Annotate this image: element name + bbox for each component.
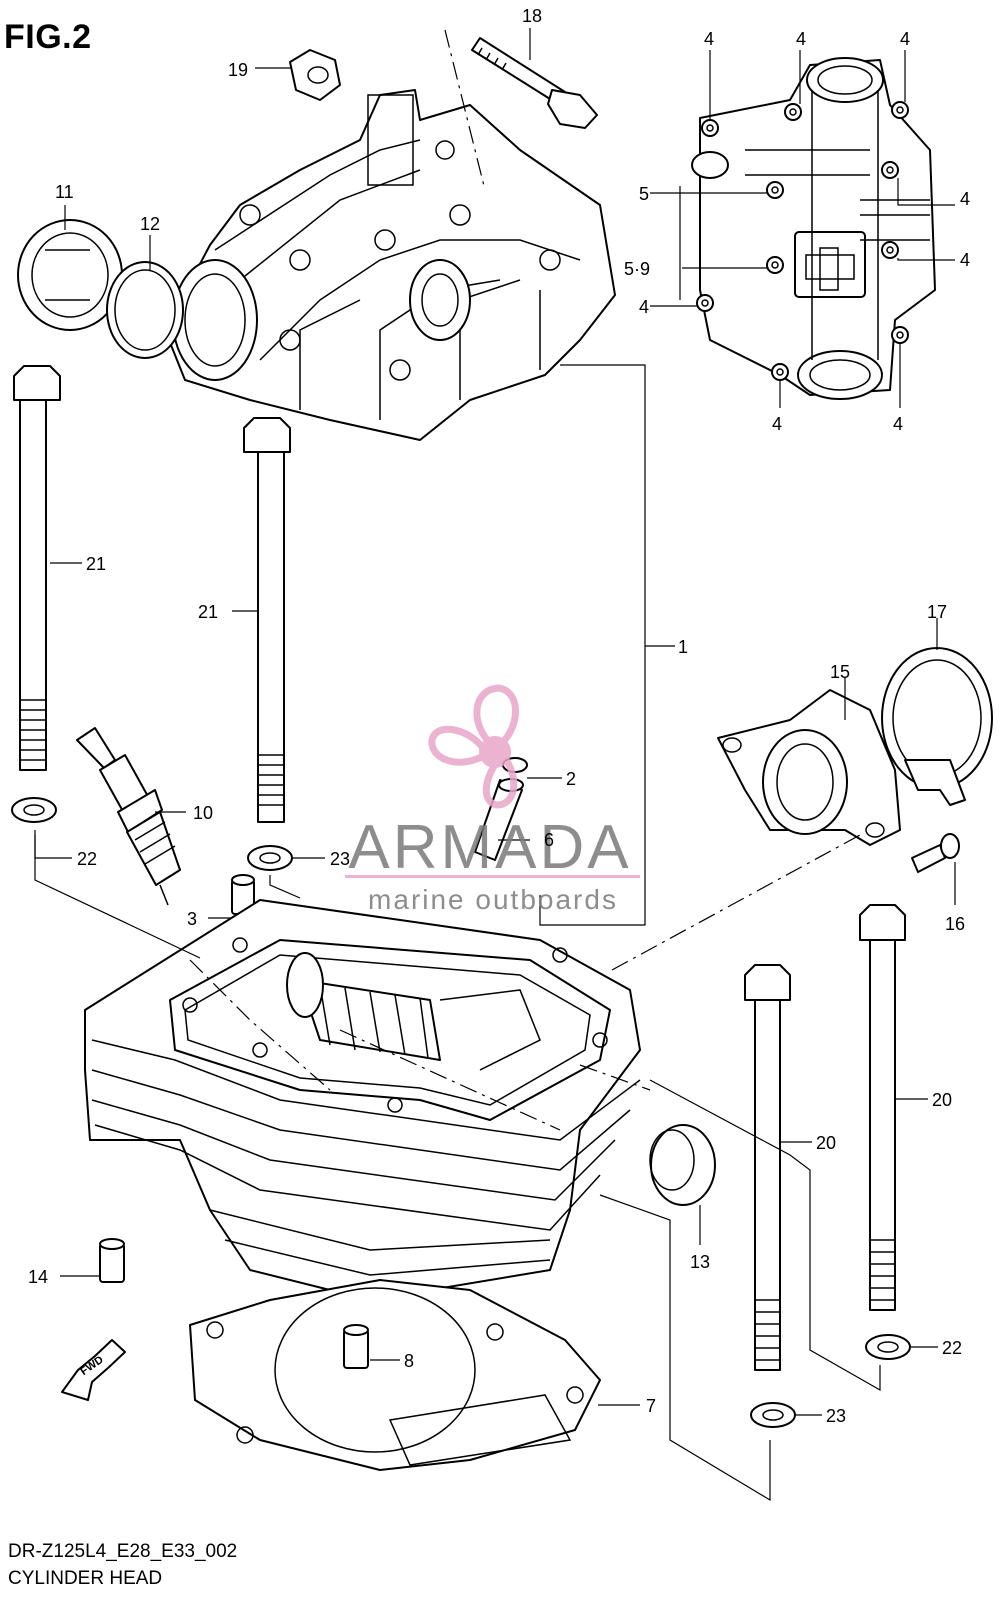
callout-13: 13 <box>690 1252 710 1272</box>
callout-4: 4 <box>796 29 806 49</box>
callout-4: 4 <box>900 29 910 49</box>
callout-23: 23 <box>826 1406 846 1426</box>
callout-4: 4 <box>960 189 970 209</box>
figure-caption: CYLINDER HEAD <box>8 1568 163 1589</box>
cylinder-head-gasket-7-drawing <box>189 1279 601 1471</box>
callout-10: 10 <box>193 803 213 823</box>
washer-22-top-drawing <box>11 797 57 823</box>
callout-3: 3 <box>187 909 197 929</box>
propeller-hub <box>479 736 511 768</box>
washer-22-bottom-drawing <box>865 1334 911 1360</box>
callout-16: 16 <box>945 914 965 934</box>
callout-5: 5 <box>639 184 649 204</box>
callout-labels: 18 19 4 4 4 11 12 5 4 5·9 4 4 4 4 21 21 … <box>28 6 970 1426</box>
dowel-8-drawing <box>343 1324 369 1369</box>
o-ring-12-drawing <box>106 261 184 359</box>
intake-pipe-15-drawing <box>717 689 901 846</box>
callout-4: 4 <box>772 414 782 434</box>
bolt-20-right <box>859 904 906 1311</box>
callout-6: 6 <box>544 830 554 850</box>
callout-15: 15 <box>830 662 850 682</box>
callout-14: 14 <box>28 1267 48 1287</box>
cap-11-drawing <box>17 219 123 331</box>
spark-plug-10-drawing <box>76 727 181 906</box>
washer-23-bottom-drawing <box>750 1402 796 1428</box>
propeller-logo <box>428 684 519 809</box>
screw-16-drawing <box>911 833 960 873</box>
cylinder-head-cover-top-view <box>691 57 936 400</box>
washer-23-top-drawing <box>247 845 293 871</box>
callout-21: 21 <box>198 602 218 622</box>
callout-12: 12 <box>140 214 160 234</box>
leader-lines <box>34 28 956 1416</box>
callout-1: 1 <box>678 637 688 657</box>
armada-watermark: ARMADA marine outboards <box>345 684 640 915</box>
callout-5-9: 5·9 <box>624 259 650 279</box>
callout-7: 7 <box>646 1396 656 1416</box>
watermark-brand: ARMADA <box>348 813 631 882</box>
callout-19: 19 <box>228 60 248 80</box>
callout-22: 22 <box>77 849 97 869</box>
callout-21: 21 <box>86 554 106 574</box>
callout-23: 23 <box>330 849 350 869</box>
dowel-14-drawing <box>99 1238 125 1283</box>
clamp-17-drawing <box>881 647 993 806</box>
callout-4: 4 <box>639 297 649 317</box>
watermark-rule <box>345 875 640 878</box>
stud-bolt-21-center <box>243 417 291 823</box>
bolt-18-drawing <box>471 37 598 129</box>
callout-4: 4 <box>960 250 970 270</box>
fwd-arrow: FWD <box>61 1339 126 1401</box>
callout-4: 4 <box>893 414 903 434</box>
bolt-20-center <box>744 964 791 1371</box>
stud-bolt-21-left <box>13 365 61 771</box>
callout-8: 8 <box>404 1351 414 1371</box>
cylinder-head <box>84 899 641 1301</box>
callout-18: 18 <box>522 6 542 26</box>
cylinder-head-cover <box>164 89 616 441</box>
figure-code: DR-Z125L4_E28_E33_002 <box>8 1541 238 1562</box>
callout-22: 22 <box>942 1338 962 1358</box>
callout-20: 20 <box>816 1133 836 1153</box>
callout-2: 2 <box>566 769 576 789</box>
nut-19-drawing <box>289 49 341 101</box>
plug-13-drawing <box>649 1124 716 1206</box>
assembly-lines <box>34 29 881 1502</box>
callout-4: 4 <box>704 29 714 49</box>
figure-title: FIG.2 <box>4 18 92 56</box>
watermark-tagline: marine outboards <box>368 884 618 915</box>
callout-17: 17 <box>927 602 947 622</box>
callout-20: 20 <box>932 1090 952 1110</box>
callout-11: 11 <box>55 182 74 202</box>
